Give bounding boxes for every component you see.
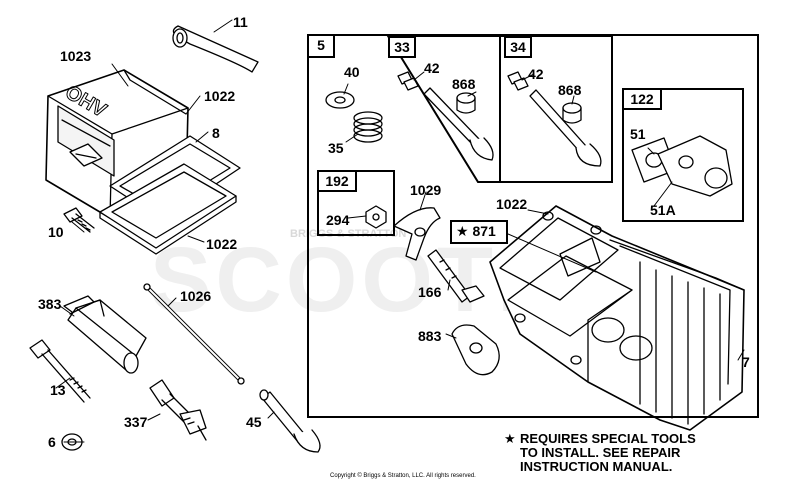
callout-1022-head: 1022: [496, 196, 528, 212]
callout-383: 383: [38, 296, 62, 312]
group-122-box: [622, 88, 744, 222]
group-122-tag: 122: [622, 88, 662, 110]
valve: [259, 389, 321, 453]
callout-51: 51: [630, 126, 646, 142]
special-tools-star-icon: ★: [504, 431, 516, 446]
copyright: Copyright © Briggs & Stratton, LLC. All …: [330, 473, 476, 479]
group-33-tag: 33: [388, 36, 416, 58]
callout-11: 11: [233, 14, 248, 30]
part-871-tag: ★ 871: [450, 220, 508, 244]
spark-plug: [149, 379, 207, 441]
callout-51A: 51A: [650, 202, 676, 218]
valve-spring-seat: [325, 91, 355, 109]
valve-b: [529, 89, 602, 167]
callout-40: 40: [344, 64, 360, 80]
callout-35: 35: [328, 140, 344, 156]
rocker-arm: [393, 207, 441, 261]
callout-883: 883: [418, 328, 442, 344]
valve-cover-gasket-lower: [99, 163, 237, 255]
cylinder-head: [489, 205, 745, 431]
rocker-nut: [365, 205, 387, 229]
callout-8: 8: [212, 125, 220, 141]
special-tools-note-line-3: INSTRUCTION MANUAL.: [520, 459, 673, 474]
callout-13: 13: [50, 382, 66, 398]
callout-1029: 1029: [410, 182, 442, 198]
valve-seal-a: [456, 92, 476, 114]
callout-7: 7: [742, 354, 750, 370]
group-5-tag: 5: [307, 34, 335, 58]
group-34-tag: 34: [504, 36, 532, 58]
callout-10: 10: [48, 224, 64, 240]
special-tools-note-line-1: REQUIRES SPECIAL TOOLS: [520, 431, 696, 446]
callout-1022-top: 1022: [204, 88, 236, 104]
special-tools-note-line-2: TO INSTALL. SEE REPAIR: [520, 445, 681, 460]
callout-1022-mid: 1022: [206, 236, 238, 252]
callout-6: 6: [48, 434, 56, 450]
intake-elbow: [657, 135, 733, 197]
callout-42-b: 42: [528, 66, 544, 82]
callout-166: 166: [418, 284, 442, 300]
valve-spring: [353, 111, 383, 143]
cylinder-head-bolt: [29, 339, 91, 403]
push-rod-guide: [451, 324, 500, 376]
callout-42-a: 42: [424, 60, 440, 76]
callout-294: 294: [326, 212, 350, 228]
valve-a: [423, 87, 494, 161]
group-192-tag: 192: [317, 170, 357, 192]
callout-868-a: 868: [452, 76, 476, 92]
spark-plug-wrench: [63, 295, 147, 374]
rocker-stud: [427, 249, 485, 303]
callout-868-b: 868: [558, 82, 582, 98]
valve-keepers-a: [397, 71, 419, 91]
callout-337: 337: [124, 414, 148, 430]
callout-1026: 1026: [180, 288, 212, 304]
cover-screw: [63, 207, 95, 233]
callout-45: 45: [246, 414, 262, 430]
callout-871: 871: [472, 223, 496, 239]
callout-1023: 1023: [60, 48, 92, 64]
special-tool-star-icon: ★: [456, 223, 469, 239]
breather-tube: [172, 25, 259, 73]
valve-keepers-b: [507, 71, 529, 91]
push-rod: [143, 283, 245, 385]
leader-lines: [55, 19, 745, 443]
